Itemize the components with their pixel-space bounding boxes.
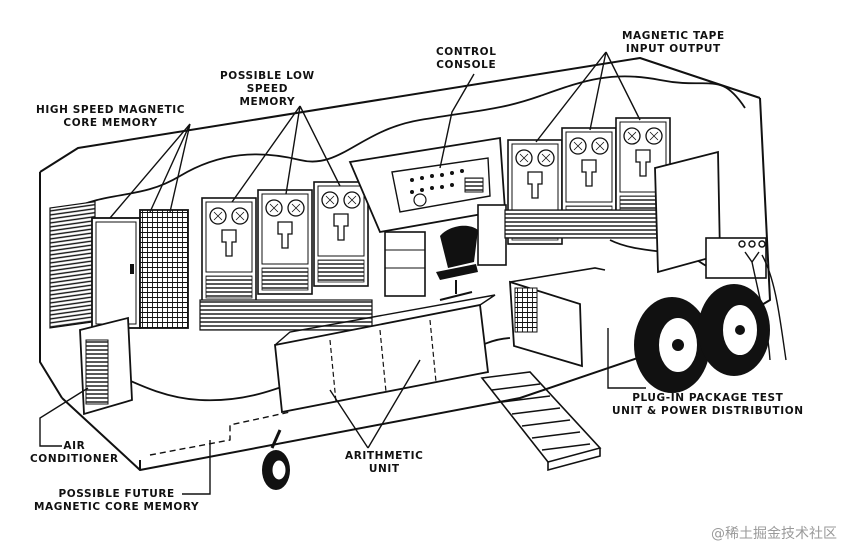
wheels xyxy=(262,284,770,490)
label-line: POSSIBLE FUTURE xyxy=(58,488,175,500)
label-line: UNIT xyxy=(368,463,400,475)
label-line: CORE MEMORY xyxy=(63,117,158,129)
label-line: CONTROL xyxy=(436,46,497,58)
plug-in-test-unit xyxy=(509,150,787,368)
label-line: HIGH SPEED MAGNETIC xyxy=(36,104,186,116)
label-line: ARITHMETIC xyxy=(345,450,424,462)
label-plug-in-package: PLUG-IN PACKAGE TEST UNIT & POWER DISTRI… xyxy=(612,392,804,418)
label-line: SPEED xyxy=(246,83,289,95)
label-magnetic-tape: MAGNETIC TAPE INPUT OUTPUT xyxy=(622,30,725,56)
label-line: CONDITIONER xyxy=(30,453,119,465)
label-line: MAGNETIC CORE MEMORY xyxy=(34,501,200,513)
air-conditioner xyxy=(79,316,133,416)
core-memory-cabinets xyxy=(91,209,189,329)
label-line: UNIT & POWER DISTRIBUTION xyxy=(612,405,804,417)
watermark: @稀土掘金技术社区 xyxy=(711,526,837,542)
label-line: CONSOLE xyxy=(436,59,497,71)
arithmetic-unit xyxy=(274,294,496,414)
label-future-core-memory: POSSIBLE FUTURE MAGNETIC CORE MEMORY xyxy=(34,488,199,514)
label-line: AIR xyxy=(63,440,86,452)
label-line: MEMORY xyxy=(239,96,296,108)
label-arithmetic-unit: ARITHMETIC UNIT xyxy=(345,450,423,476)
label-line: POSSIBLE LOW xyxy=(220,70,315,82)
label-line: PLUG-IN PACKAGE TEST xyxy=(632,392,784,404)
entry-steps xyxy=(480,371,602,472)
leader-lines xyxy=(39,51,646,495)
label-line: INPUT OUTPUT xyxy=(625,43,721,55)
label-air-conditioner: AIR CONDITIONER xyxy=(30,440,119,466)
label-line: MAGNETIC TAPE xyxy=(622,30,725,42)
label-high-speed-core-memory: HIGH SPEED MAGNETIC CORE MEMORY xyxy=(36,104,185,130)
label-control-console: CONTROL CONSOLE xyxy=(436,46,496,72)
tape-unit-cabinets xyxy=(504,117,671,245)
low-speed-memory-cabinets xyxy=(199,181,373,331)
label-low-speed-memory: POSSIBLE LOW SPEED MEMORY xyxy=(220,70,315,109)
control-console xyxy=(348,136,507,301)
